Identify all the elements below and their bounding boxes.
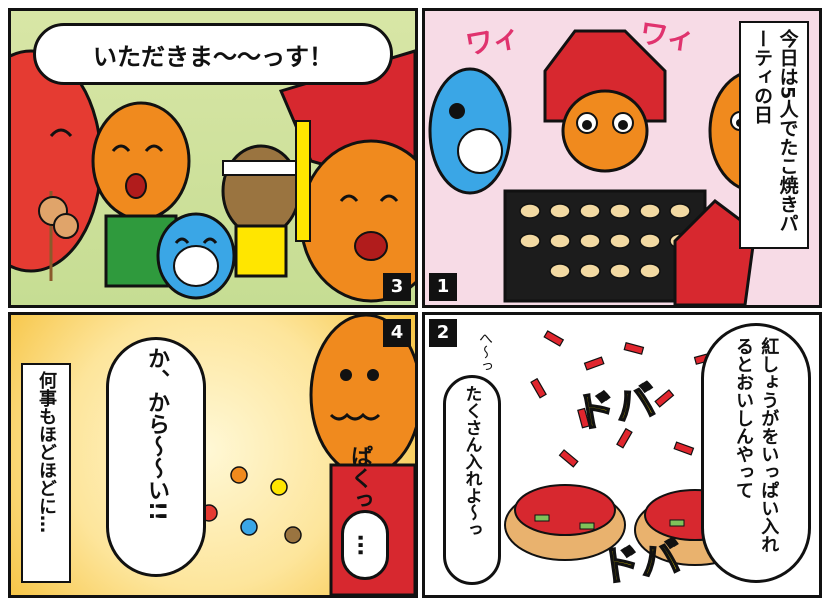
panel-3-art (11, 49, 415, 303)
panel-1-sfx-right: ワィ (637, 16, 697, 57)
panel-4-number: 4 (383, 319, 411, 347)
panel-2-number: 2 (429, 319, 457, 347)
panel-2-sfx-bottom: ドバ (597, 534, 685, 593)
panel-2-speech-right-text: 紅しょうがをいっぱい入れるとおいしんやって (733, 337, 780, 553)
panel-2: ドバ ドバ へ〜っ 紅しょうがをいっぱい入れるとおいしんやって たくさん入れよ〜… (422, 312, 822, 598)
panel-3-speech-text: いただきま〜〜っす！ (93, 42, 333, 71)
panel-4-ellipsis-text: … (352, 534, 378, 556)
panel-4-caption-text: 何事もほどほどに… (36, 371, 57, 533)
panel-4-caption-box: 何事もほどほどに… (21, 363, 71, 583)
panel-1-number: 1 (429, 273, 457, 301)
panel-4-shout-bubble: か、から〜〜い!! (106, 337, 206, 577)
panel-1: ワィ ワィ 今日は5人でたこ焼きパーティの日 1 (422, 8, 822, 308)
panel-4-ellipsis-bubble: … (341, 510, 389, 580)
panel-3-number: 3 (383, 273, 411, 301)
panel-1-caption-text: 今日は5人でたこ焼きパーティの日 (751, 29, 799, 233)
panel-4-sfx-paku: ぱくっ (347, 445, 372, 511)
panel-2-speech-bubble-left: たくさん入れよ〜っ (443, 375, 501, 585)
panel-1-caption-box: 今日は5人でたこ焼きパーティの日 (739, 21, 809, 249)
panel-2-speech-bubble-right: 紅しょうがをいっぱい入れるとおいしんやって (701, 323, 811, 583)
panel-2-speech-left-text: たくさん入れよ〜っ (461, 385, 482, 538)
panel-3: いただきま〜〜っす！ 3 (8, 8, 418, 308)
panel-4-shout-text: か、から〜〜い!! (144, 347, 169, 522)
panel-4: 何事もほどほどに… か、から〜〜い!! ぱくっ … 4 (8, 312, 418, 598)
panel-2-small-sfx: へ〜っ (477, 331, 493, 373)
panel-3-speech-bubble: いただきま〜〜っす！ (33, 23, 393, 85)
